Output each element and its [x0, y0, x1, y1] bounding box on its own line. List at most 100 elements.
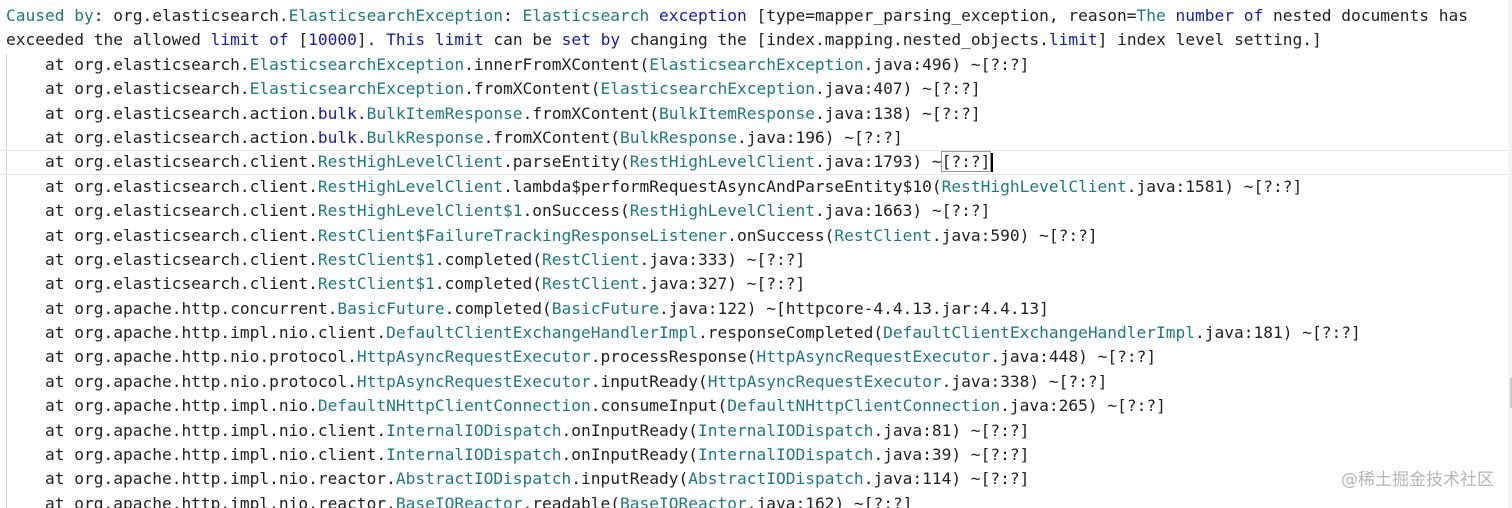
- text-token: .java:: [814, 152, 874, 172]
- number-token: 10000: [308, 30, 357, 50]
- text-token: ) ~[?:?]: [824, 127, 903, 147]
- stack-frame-line: at org.apache.http.impl.nio.reactor.Base…: [0, 491, 1512, 508]
- text-token: at org.apache.http.impl.nio.client.: [45, 323, 387, 343]
- text-token: .onInputReady(: [561, 445, 698, 465]
- text-token: at org.apache.http.nio.protocol.: [45, 371, 357, 391]
- stack-frame-line: at org.apache.http.impl.nio.client.Inter…: [0, 443, 1512, 468]
- class-name-token: InternalIODispatch: [386, 445, 562, 465]
- text-token: 496: [922, 54, 952, 74]
- text-token: .java:: [746, 493, 806, 508]
- stack-frame-line: at org.apache.http.nio.protocol.HttpAsyn…: [0, 345, 1512, 370]
- text-token: .onInputReady(: [561, 420, 698, 440]
- stack-frame-line: at org.elasticsearch.client.RestHighLeve…: [0, 174, 1512, 200]
- text-token: changing the [index.mapping.nested_objec…: [620, 30, 1049, 50]
- text-token: at org.elasticsearch.client.: [45, 152, 318, 172]
- class-name-token: BulkResponse: [366, 127, 484, 147]
- stack-frame-line: at org.apache.http.impl.nio.reactor.Abst…: [0, 467, 1512, 492]
- class-name-token: DefaultNHttpClientConnection: [317, 396, 591, 416]
- text-token: ) ~[?:?]: [1282, 323, 1361, 343]
- watermark: @稀土掘金技术社区: [1339, 465, 1496, 490]
- class-name-token: InternalIODispatch: [698, 445, 874, 465]
- text-token: .java:: [931, 225, 991, 245]
- text-token: .java:: [1195, 323, 1254, 343]
- class-name-token: HttpAsyncRequestExecutor: [356, 347, 591, 367]
- text-token: ) ~: [912, 152, 942, 172]
- text-token: ) ~[?:?]: [1224, 176, 1303, 196]
- class-name-token: ElasticsearchException: [649, 54, 864, 74]
- text-token: .java:: [873, 445, 932, 465]
- keyword-token: exception: [659, 6, 747, 25]
- scrollbar-thumb[interactable]: [1510, 378, 1512, 408]
- indent-guide: [6, 52, 7, 78]
- text-token: ].: [356, 30, 387, 50]
- class-name-token: RestHighLevelClient: [629, 152, 815, 172]
- text-token: [type=mapper_parsing_exception, reason=: [746, 6, 1137, 25]
- class-name-token: RestClient: [542, 249, 640, 269]
- text-token: 122: [717, 298, 747, 318]
- class-name-token: HttpAsyncRequestExecutor: [707, 371, 942, 391]
- stack-frame-line: at org.elasticsearch.ElasticsearchExcept…: [0, 77, 1512, 102]
- text-token: [: [288, 30, 309, 50]
- text-token: can be: [483, 30, 562, 50]
- text-token: at org.elasticsearch.client.: [45, 225, 318, 245]
- text-token: nested documents has: [1263, 6, 1468, 25]
- text-token: [425, 30, 435, 49]
- stack-frame-line: at org.elasticsearch.ElasticsearchExcept…: [0, 52, 1512, 78]
- class-name-token: DefaultNHttpClientConnection: [727, 396, 1001, 416]
- text-token: [259, 30, 269, 49]
- text-token: ) ~[?:?]: [1078, 347, 1157, 367]
- indent-guide: [6, 272, 7, 297]
- text-token: .java:: [814, 103, 874, 123]
- text-cursor: [991, 153, 994, 173]
- text-token: 1581: [1185, 176, 1225, 196]
- indent-guide: [6, 199, 7, 224]
- class-name-token: BulkResponse: [620, 127, 737, 147]
- text-token: [591, 30, 601, 49]
- text-token: 265: [1058, 396, 1088, 416]
- text-token: .completed(: [434, 274, 543, 294]
- text-token: [1166, 6, 1176, 25]
- indent-guide: [6, 296, 7, 322]
- stack-frame-line: at org.elasticsearch.client.RestHighLeve…: [0, 199, 1512, 224]
- stack-frame-line: at org.apache.http.impl.nio.DefaultNHttp…: [0, 394, 1512, 419]
- keyword-token: set: [561, 30, 591, 50]
- text-token: at org.apache.http.impl.nio.client.: [45, 420, 387, 440]
- text-token: .: [356, 103, 367, 123]
- stack-frame-line: at org.elasticsearch.client.RestClient$1…: [0, 247, 1512, 273]
- text-token: .java:: [863, 54, 923, 74]
- class-name-token: BasicFuture: [551, 298, 659, 318]
- text-token: at org.apache.http.impl.nio.reactor.: [45, 493, 396, 508]
- class-name-token: BulkItemResponse: [366, 103, 523, 123]
- stack-frame-line: at org.elasticsearch.action.bulk.BulkRes…: [0, 125, 1512, 151]
- class-name-token: Caused by: [6, 6, 94, 25]
- indent-guide: [6, 443, 7, 468]
- text-token: ) ~[?:?]: [1087, 396, 1166, 416]
- indent-guide: [6, 101, 7, 126]
- text-token: ) ~[?:?]: [1019, 225, 1098, 245]
- text-token: .fromXContent(: [483, 127, 621, 147]
- text-token: 1663: [873, 201, 913, 221]
- text-token: 1793: [873, 152, 913, 172]
- text-token: ) ~[?:?]: [834, 493, 913, 508]
- class-name-token: BulkItemResponse: [659, 103, 815, 123]
- text-token: .java:: [1126, 176, 1186, 196]
- text-token: ) ~[?:?]: [951, 469, 1030, 489]
- indent-guide: [6, 174, 7, 200]
- text-token: ) ~[httpcore-4.4.13.jar:4.4.13]: [746, 298, 1049, 318]
- class-name-token: ElasticsearchException: [249, 54, 465, 74]
- text-token: .fromXContent(: [522, 103, 660, 123]
- text-token: ) ~[?:?]: [951, 420, 1030, 440]
- indent-guide: [6, 394, 7, 419]
- text-token: .parseEntity(: [503, 152, 630, 172]
- stack-frame-line: at org.apache.http.impl.nio.client.Defau…: [0, 321, 1512, 346]
- text-token: at org.elasticsearch.: [45, 79, 250, 99]
- text-token: .java:: [990, 347, 1049, 367]
- class-name-token: RestClient$FailureTrackingResponseListen…: [317, 225, 728, 245]
- vertical-scrollbar[interactable]: [1508, 0, 1512, 508]
- indent-guide: [6, 467, 7, 492]
- keyword-token: limit: [434, 30, 484, 50]
- text-token: .: [356, 127, 367, 147]
- text-token: ) ~[?:?]: [951, 54, 1030, 74]
- text-token: at org.elasticsearch.client.: [45, 249, 318, 269]
